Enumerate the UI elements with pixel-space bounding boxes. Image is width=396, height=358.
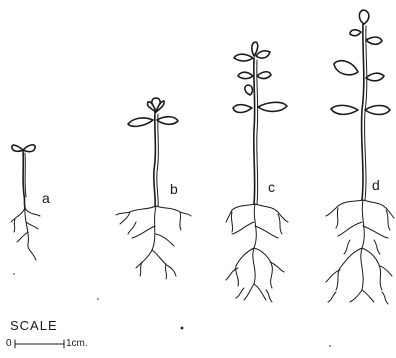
seedling-a [11, 145, 40, 260]
seedling-d-leaf-left [331, 105, 358, 114]
seedling-b [116, 98, 191, 279]
seedling-d-roots [326, 200, 394, 304]
seedling-b-leaf-right [157, 117, 178, 125]
seedling-c-leaf-right [258, 102, 287, 111]
seedling-b-stem [154, 112, 156, 206]
seedling-a-cotyledon-left [12, 145, 23, 151]
print-specks [13, 273, 331, 347]
label-a: a [42, 191, 50, 205]
seedling-c-mid-left [238, 72, 253, 78]
seedling-c-stem [254, 58, 255, 204]
seedling-c-leaf-left [233, 105, 252, 113]
scale-zero-label: 0 [6, 338, 12, 349]
scale-bar [15, 340, 64, 348]
seedling-d-stem [362, 24, 364, 200]
seedling-a-cotyledon-right [23, 145, 35, 152]
scale-title: SCALE [10, 318, 58, 333]
label-b: b [170, 182, 178, 196]
seedling-b-roots [116, 206, 191, 279]
seedling-b-leaf-left [128, 118, 153, 126]
label-c: c [268, 180, 275, 194]
seedling-d-mid-right [366, 73, 384, 81]
seedling-c-apex-left [234, 54, 253, 61]
seedling-c [226, 42, 288, 302]
seedling-d-top-leaf [359, 10, 368, 24]
seedling-d [326, 10, 394, 304]
seedling-c-roots [226, 204, 288, 302]
seedling-d-upper-left [350, 30, 361, 36]
seedling-d-leaf-right [365, 106, 390, 115]
seedling-d-upper-right [366, 37, 382, 44]
label-d: d [372, 178, 380, 192]
seedling-c-mid-right [257, 72, 271, 79]
seedling-a-roots [11, 208, 40, 260]
seedling-c-bud [245, 85, 253, 95]
scale-unit-label: 1cm. [66, 338, 88, 349]
seedling-c-apex-right [256, 51, 270, 58]
seedling-d-mid-left [334, 61, 358, 75]
